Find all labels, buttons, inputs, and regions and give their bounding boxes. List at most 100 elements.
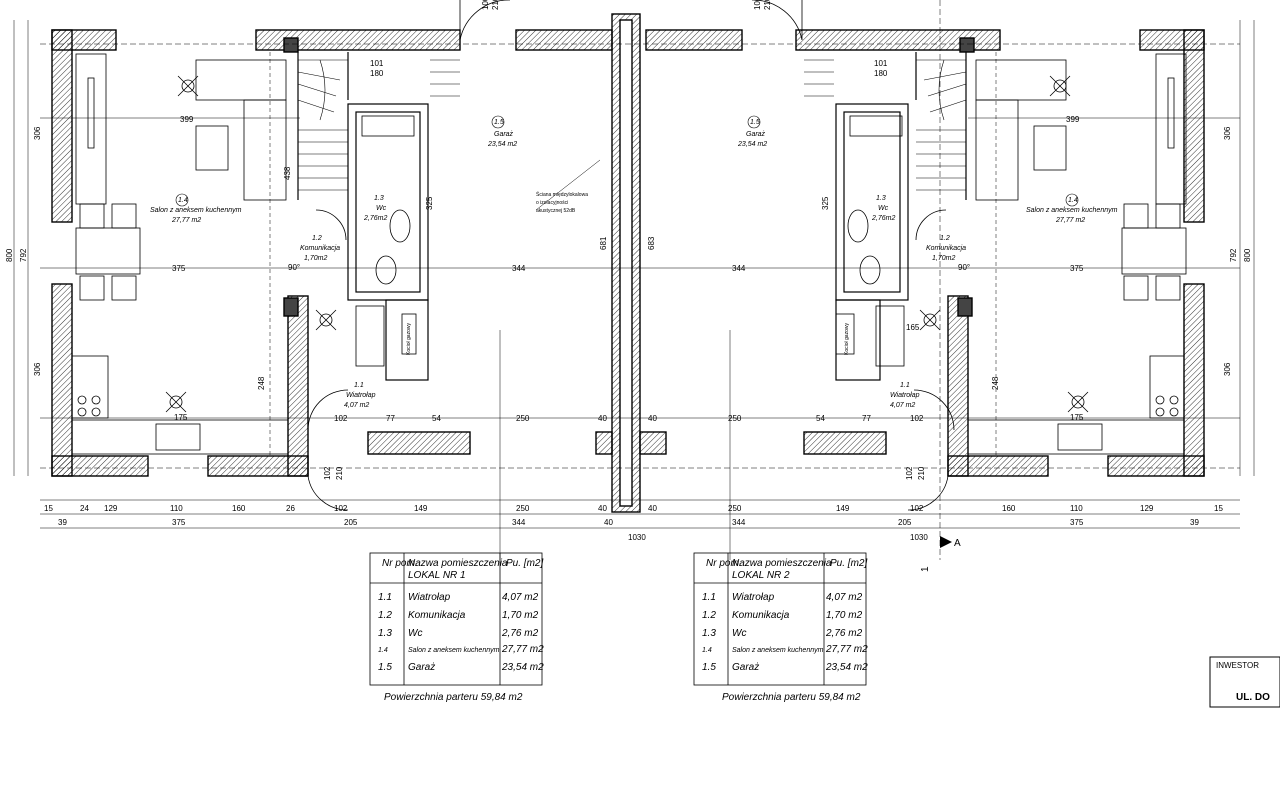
komunikacja-area: 1,70m2 bbox=[304, 255, 327, 262]
dim-325: 325 bbox=[425, 196, 434, 210]
interior-partitions bbox=[297, 52, 967, 381]
dim-165: 165 bbox=[906, 323, 920, 332]
dimension-lines bbox=[13, 0, 1255, 560]
dim-vert-800r: 800 bbox=[1243, 248, 1252, 262]
room-table-2 bbox=[693, 552, 867, 686]
title-block: INWESTOR UL. DO bbox=[1209, 656, 1280, 708]
wiatrolap-area-r: 4,07 m2 bbox=[890, 402, 915, 409]
dim-row1-9: 40 bbox=[598, 504, 607, 513]
salon-name-r: Salon z aneksem kuchennym bbox=[1026, 207, 1118, 214]
t1-r3-name: Salon z aneksem kuchennym bbox=[408, 647, 500, 654]
dim-row1-6r: 102 bbox=[910, 504, 924, 513]
room-labels-right: 1.5 Garaż 23,54 m2 1.4 Salon z aneksem k… bbox=[737, 115, 1118, 409]
investor-label: INWESTOR bbox=[1216, 661, 1259, 670]
dim-row1-3: 110 bbox=[170, 504, 183, 513]
furniture-left bbox=[71, 53, 417, 455]
wc-num-r: 1.3 bbox=[876, 195, 886, 202]
t2-name-h2: LOKAL NR 2 bbox=[732, 570, 790, 581]
dim-row1-8: 250 bbox=[516, 504, 530, 513]
dim-mid-2: 344 bbox=[512, 264, 526, 273]
door-dim-100: 100 bbox=[481, 0, 490, 10]
dim-row1-2: 129 bbox=[104, 504, 118, 513]
t1-r2-name: Wc bbox=[408, 628, 422, 639]
t2-r1-area: 1,70 m2 bbox=[826, 610, 863, 621]
t2-r0-num: 1.1 bbox=[702, 592, 716, 603]
dim-row1-2r: 129 bbox=[1140, 504, 1154, 513]
dim-vert-306b: 306 bbox=[33, 362, 42, 376]
t2-r4-name: Garaż bbox=[732, 662, 759, 673]
t2-r1-num: 1.2 bbox=[702, 610, 716, 621]
t2-r3-name: Salon z aneksem kuchennym bbox=[732, 647, 824, 654]
t1-r2-num: 1.3 bbox=[378, 628, 392, 639]
dim-mid-7: 250 bbox=[516, 414, 530, 423]
door-dim-210r: 210 bbox=[763, 0, 772, 10]
dim-248r: 248 bbox=[991, 376, 1000, 390]
dim-row1-0r: 15 bbox=[1214, 504, 1223, 513]
garage-name-r: Garaż bbox=[746, 131, 766, 138]
dim-row2-3r: 344 bbox=[732, 518, 746, 527]
dim-325r: 325 bbox=[821, 196, 830, 210]
t2-total: Powierzchnia parteru 59,84 m2 bbox=[722, 692, 861, 703]
t1-r0-name: Wiatrołap bbox=[408, 592, 451, 603]
room-labels-left: 1.5 Garaż 23,54 m2 1.4 Salon z aneksem k… bbox=[150, 115, 588, 409]
dim-mid-6: 54 bbox=[432, 414, 441, 423]
door-dim-180r: 180 bbox=[874, 69, 888, 78]
garage-num-r: 1.5 bbox=[750, 119, 760, 126]
t1-r3-area: 27,77 m2 bbox=[501, 644, 544, 655]
door-dim-101: 101 bbox=[370, 59, 384, 68]
wc-name-r: Wc bbox=[878, 205, 889, 212]
staircase-right bbox=[804, 59, 967, 191]
salon-area: 27,77 m2 bbox=[171, 217, 201, 224]
party-wall bbox=[595, 13, 743, 513]
dim-175: 175 bbox=[174, 413, 188, 422]
t1-r1-num: 1.2 bbox=[378, 610, 392, 621]
dim-row1-7: 149 bbox=[414, 504, 428, 513]
dim-row2-0: 39 bbox=[58, 518, 67, 527]
t1-area-h: Pu. [m2] bbox=[506, 558, 543, 569]
t2-r0-area: 4,07 m2 bbox=[826, 592, 863, 603]
dim-row2-3: 344 bbox=[512, 518, 526, 527]
t2-r3-area: 27,77 m2 bbox=[825, 644, 868, 655]
t1-r1-name: Komunikacja bbox=[408, 610, 466, 621]
dim-total-left: 1030 bbox=[628, 533, 646, 542]
salon-num: 1.4 bbox=[178, 197, 188, 204]
dim-vert-800: 800 bbox=[5, 248, 14, 262]
wiatrolap-name-r: Wiatrołap bbox=[890, 392, 920, 399]
dim-681: 681 bbox=[599, 236, 608, 250]
t1-nr-h: Nr pom. bbox=[382, 558, 418, 569]
dim-row1-9r: 40 bbox=[648, 504, 657, 513]
dim-mid-8r: 40 bbox=[648, 414, 657, 423]
dim-90deg-r: 90° bbox=[958, 263, 970, 272]
garage-num: 1.5 bbox=[494, 119, 504, 126]
dim-vert-306: 306 bbox=[33, 126, 42, 140]
dim-row1-1: 24 bbox=[80, 504, 89, 513]
dim-175r: 175 bbox=[1070, 413, 1084, 422]
t2-name-h1: Nazwa pomieszczenia bbox=[732, 558, 832, 569]
t2-r4-num: 1.5 bbox=[702, 662, 716, 673]
dim-row2-2: 205 bbox=[344, 518, 358, 527]
garage-area: 23,54 m2 bbox=[487, 141, 517, 148]
wiatrolap-name: Wiatrołap bbox=[346, 392, 376, 399]
section-letter: A bbox=[954, 538, 961, 549]
salon-area-r: 27,77 m2 bbox=[1055, 217, 1085, 224]
wiatrolap-num: 1.1 bbox=[354, 382, 364, 389]
wc-num: 1.3 bbox=[374, 195, 384, 202]
dim-row1-7r: 149 bbox=[836, 504, 850, 513]
wiatrolap-area: 4,07 m2 bbox=[344, 402, 369, 409]
dim-mid-5r: 77 bbox=[862, 414, 871, 423]
dim-248: 248 bbox=[257, 376, 266, 390]
dim-mid-4r: 102 bbox=[910, 414, 924, 423]
dim-row1-3r: 110 bbox=[1070, 504, 1083, 513]
dim-row2-1: 375 bbox=[172, 518, 186, 527]
t1-r0-num: 1.1 bbox=[378, 592, 392, 603]
dim-vert-306br: 306 bbox=[1223, 362, 1232, 376]
dimension-texts: 1030 1030 39 375 205 344 40 344 205 375 … bbox=[5, 0, 1252, 542]
party-wall-note-3: akustycznej 52dB bbox=[536, 208, 576, 214]
staircase-left bbox=[297, 59, 460, 191]
section-mark: A 1 bbox=[920, 536, 961, 572]
boiler-label-right: Kocioł gazowy bbox=[844, 323, 850, 355]
address-fragment: UL. DO bbox=[1236, 692, 1270, 703]
door-dim-210br: 210 bbox=[917, 466, 926, 480]
dim-row1-8r: 250 bbox=[728, 504, 742, 513]
t1-total: Powierzchnia parteru 59,84 m2 bbox=[384, 692, 523, 703]
